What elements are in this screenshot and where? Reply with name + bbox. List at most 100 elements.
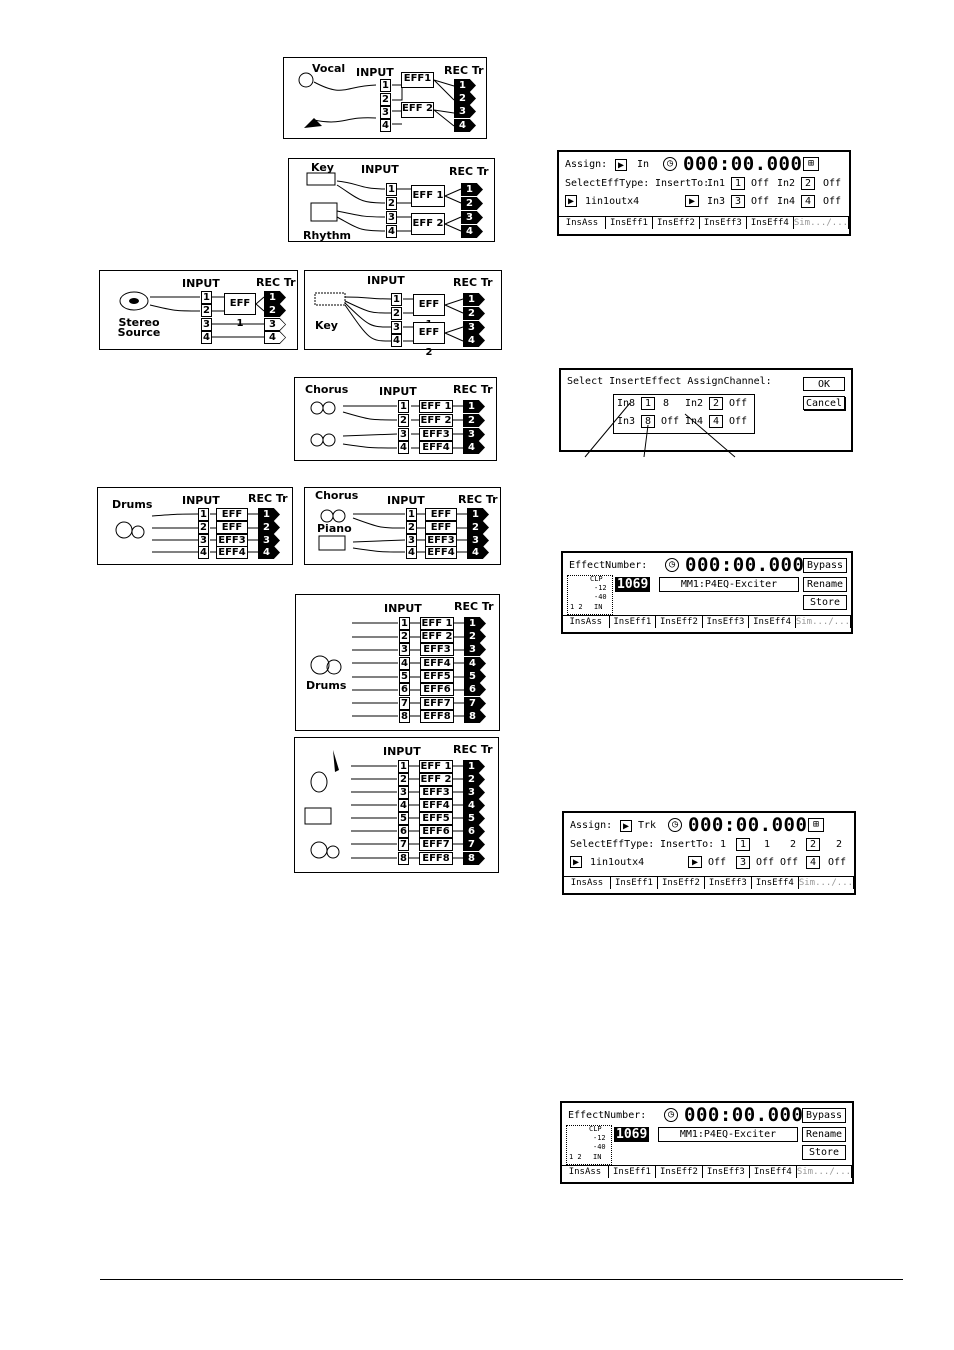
- tab-inseff4[interactable]: InsEff4: [752, 877, 799, 889]
- tab-inseff1[interactable]: InsEff1: [606, 217, 653, 229]
- row1-off-1[interactable]: Off: [751, 178, 770, 189]
- input-1: 1: [391, 293, 402, 306]
- label-rec-tr: REC Tr: [248, 492, 288, 505]
- tab-sim[interactable]: Sim.../...: [793, 217, 850, 229]
- rename-button[interactable]: Rename: [802, 1127, 846, 1142]
- effect-type-icon[interactable]: ▶: [570, 856, 582, 868]
- row1-value-2[interactable]: 2: [806, 838, 820, 851]
- effect-type-icon[interactable]: ▶: [565, 195, 577, 207]
- effect-number-value[interactable]: 1069: [614, 1127, 650, 1142]
- tab-inseff2[interactable]: InsEff2: [656, 616, 703, 628]
- effect-type-value[interactable]: 1in1outx4: [590, 857, 645, 868]
- tab-inseff2[interactable]: InsEff2: [656, 1166, 703, 1178]
- input-4: 4: [398, 799, 409, 812]
- dialog-row2-value-4[interactable]: 4: [709, 415, 723, 428]
- mode-icon[interactable]: ⊞: [803, 157, 819, 171]
- store-button[interactable]: Store: [802, 1145, 846, 1160]
- effect-3: EFF3: [420, 643, 454, 656]
- mode-icon[interactable]: ⊞: [808, 818, 824, 832]
- row1-track-b[interactable]: 1: [764, 839, 771, 850]
- label-rhythm: Rhythm: [303, 229, 352, 242]
- row1-value-1[interactable]: 1: [736, 838, 750, 851]
- tab-inseff3[interactable]: InsEff3: [703, 1166, 750, 1178]
- dialog-row2-off-1[interactable]: Off: [661, 416, 680, 427]
- effect-name-field[interactable]: MM1:P4EQ-Exciter: [658, 1127, 798, 1142]
- tab-inseff1[interactable]: InsEff1: [609, 1166, 656, 1178]
- meter-12: -12: [594, 584, 607, 592]
- rec-track-7: 7: [464, 697, 486, 710]
- label-piano: Piano: [317, 522, 352, 535]
- cancel-button[interactable]: Cancel: [803, 396, 845, 410]
- assign-mode[interactable]: In: [637, 159, 650, 170]
- tab-inseff1[interactable]: InsEff1: [611, 877, 658, 889]
- rec-track-5: 5: [464, 670, 486, 683]
- tab-inseff3[interactable]: InsEff3: [703, 616, 750, 628]
- input-2: 2: [406, 521, 417, 534]
- tab-sim[interactable]: Sim.../...: [795, 616, 851, 628]
- label-chorus: Chorus: [305, 383, 349, 396]
- effect-type-value[interactable]: 1in1outx4: [585, 196, 640, 207]
- row1-track-c: 2: [790, 839, 797, 850]
- play-icon[interactable]: ▶: [620, 820, 632, 832]
- assign-mode[interactable]: Trk: [638, 820, 657, 831]
- tab-inseff2[interactable]: InsEff2: [653, 217, 700, 229]
- dialog-row2-off-2[interactable]: Off: [729, 416, 748, 427]
- row2-off-d[interactable]: Off: [828, 857, 847, 868]
- effect-number-value[interactable]: 1069: [615, 577, 651, 592]
- tab-insass[interactable]: InsAss: [564, 877, 611, 889]
- store-button[interactable]: Store: [803, 595, 847, 610]
- row2-off-4[interactable]: Off: [823, 196, 842, 207]
- row2-off-a[interactable]: Off: [708, 857, 727, 868]
- input-2: 2: [201, 304, 212, 317]
- row1-value-1[interactable]: 1: [731, 177, 745, 190]
- rec-track-4: 4: [454, 119, 476, 132]
- input-5: 5: [398, 812, 409, 825]
- dialog-row1-8[interactable]: 8: [663, 398, 670, 409]
- row2-value-4[interactable]: 4: [801, 195, 815, 208]
- tab-inseff4[interactable]: InsEff4: [750, 1166, 797, 1178]
- row2-off-c[interactable]: Off: [780, 857, 799, 868]
- input-1: 1: [398, 760, 409, 773]
- bypass-button[interactable]: Bypass: [802, 1108, 846, 1123]
- input-2: 2: [380, 93, 391, 106]
- row2-value-3[interactable]: 3: [731, 195, 745, 208]
- routing-diagram-vocal: Vocal INPUT REC Tr 1 2 3 4 EFF1 EFF 2 1 …: [283, 57, 487, 139]
- tab-sim[interactable]: Sim.../...: [798, 877, 855, 889]
- row2-value-3[interactable]: 3: [736, 856, 750, 869]
- row2-off-b[interactable]: Off: [756, 857, 775, 868]
- row2-value-4[interactable]: 4: [806, 856, 820, 869]
- meter-channels: 1 2: [569, 1153, 582, 1161]
- tab-inseff2[interactable]: InsEff2: [658, 877, 705, 889]
- insert-icon[interactable]: ▶: [685, 195, 699, 207]
- input-2: 2: [198, 521, 209, 534]
- input-1: 1: [201, 291, 212, 304]
- rename-button[interactable]: Rename: [803, 577, 847, 592]
- input-4: 4: [406, 546, 417, 559]
- input-8: 8: [399, 710, 410, 723]
- effect-5: EFF5: [420, 670, 454, 683]
- tab-inseff4[interactable]: InsEff4: [749, 616, 796, 628]
- play-icon[interactable]: ▶: [615, 159, 627, 171]
- tab-inseff4[interactable]: InsEff4: [747, 217, 794, 229]
- tab-insass[interactable]: InsAss: [562, 1166, 609, 1178]
- routing-lines: [115, 513, 258, 553]
- ok-button[interactable]: OK: [803, 377, 845, 391]
- row1-track-d[interactable]: 2: [836, 839, 843, 850]
- tab-inseff1[interactable]: InsEff1: [610, 616, 657, 628]
- tab-inseff3[interactable]: InsEff3: [705, 877, 752, 889]
- dialog-row1-value-2[interactable]: 2: [709, 397, 723, 410]
- dialog-row1-value-1[interactable]: 1: [641, 397, 655, 410]
- insert-icon[interactable]: ▶: [688, 856, 702, 868]
- tab-inseff3[interactable]: InsEff3: [700, 217, 747, 229]
- select-eff-type-label: SelectEffType:: [570, 839, 655, 850]
- bypass-button[interactable]: Bypass: [803, 558, 847, 573]
- tab-sim[interactable]: Sim.../...: [796, 1166, 853, 1178]
- rec-track-2: 2: [461, 197, 483, 210]
- dialog-row1-off[interactable]: Off: [729, 398, 748, 409]
- row2-off-3[interactable]: Off: [751, 196, 770, 207]
- effect-name-field[interactable]: MM1:P4EQ-Exciter: [659, 577, 799, 592]
- tab-insass[interactable]: InsAss: [563, 616, 610, 628]
- tab-insass[interactable]: InsAss: [559, 217, 606, 229]
- row1-value-2[interactable]: 2: [801, 177, 815, 190]
- row1-off-2[interactable]: Off: [823, 178, 842, 189]
